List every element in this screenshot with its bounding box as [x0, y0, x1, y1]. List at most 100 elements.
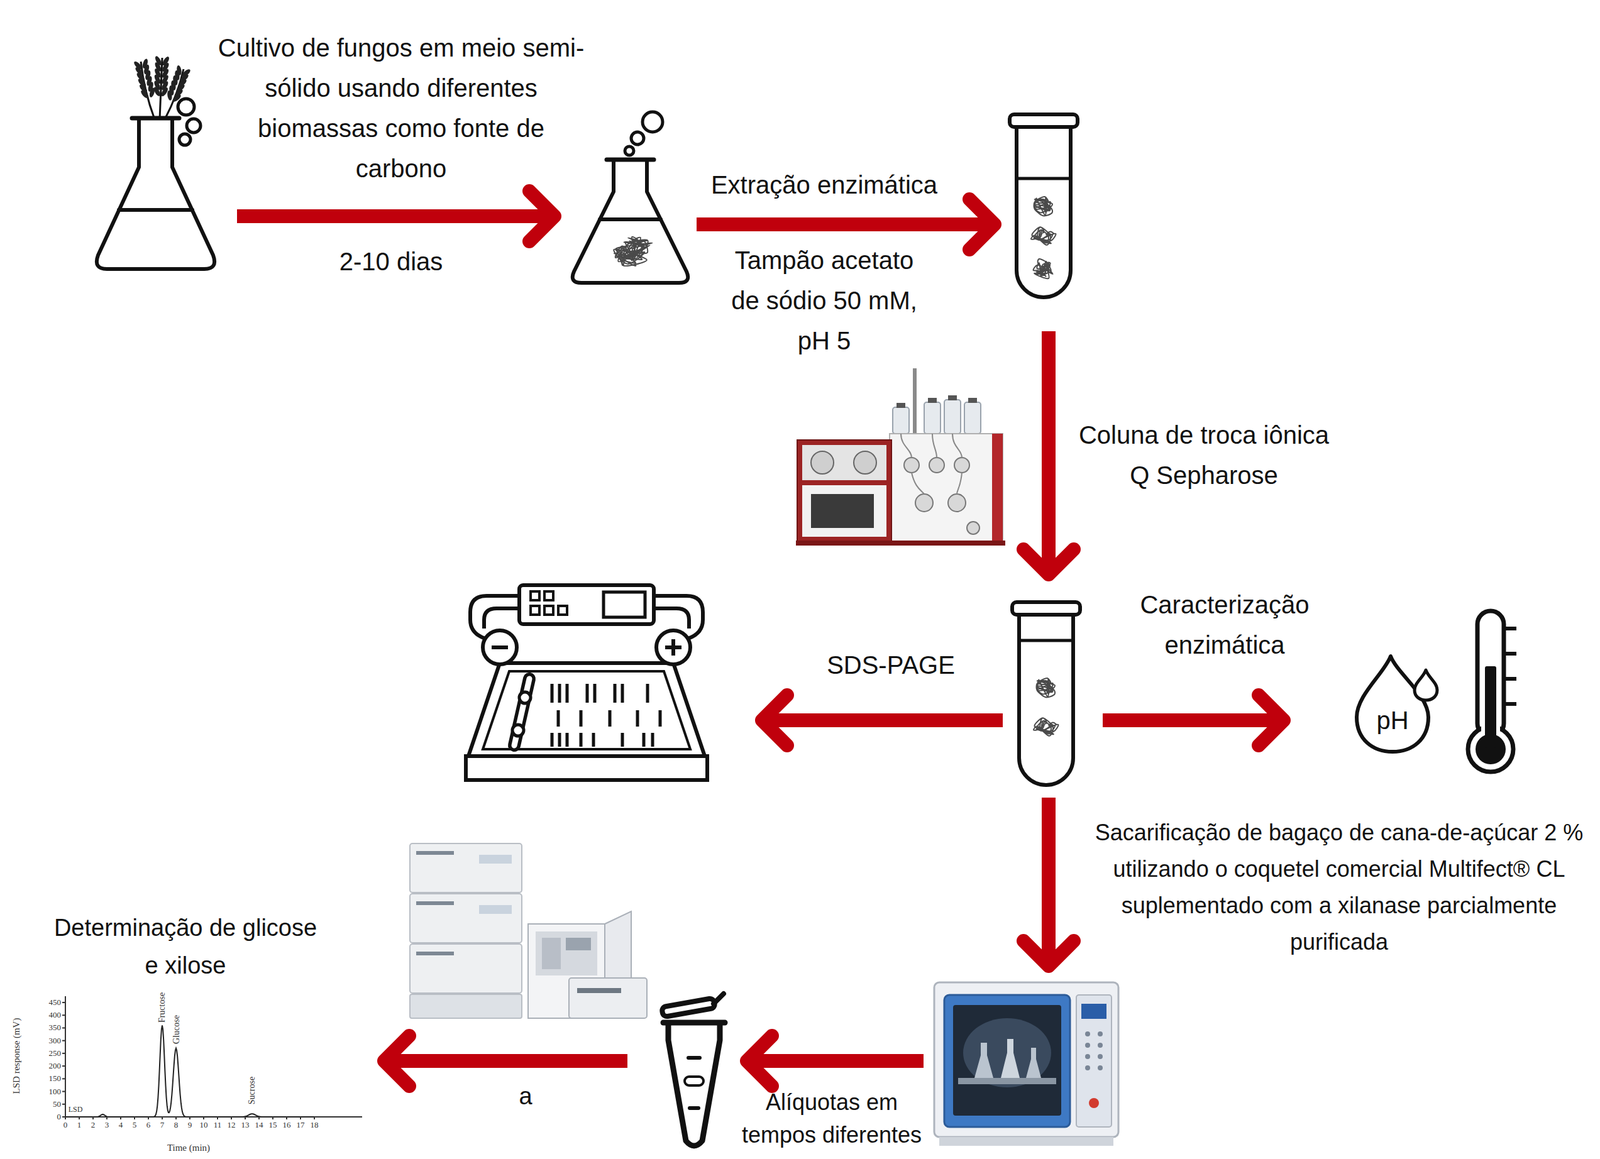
arrow-shaft — [696, 217, 995, 232]
shaker-incubator-shape-part — [1081, 1004, 1107, 1020]
shaker-incubator-shape-part — [953, 1005, 1062, 1116]
test-tube — [1007, 111, 1080, 307]
chromatogram-trace-part — [92, 1117, 94, 1120]
arrow-head — [1258, 695, 1284, 746]
tick-label: 0 — [63, 1120, 68, 1130]
chromatogram-trace-part — [175, 1117, 177, 1120]
shaker-incubator-shape-part — [1000, 1039, 1020, 1079]
tick-label: 100 — [49, 1086, 62, 1096]
chromatography-system-part — [802, 445, 887, 481]
process-arrow — [237, 191, 555, 242]
electrophoresis-icon-shape-part — [558, 733, 562, 747]
chromatogram-trace-part — [62, 1053, 66, 1055]
chromatogram-trace-part — [120, 1117, 122, 1120]
step-label: Coluna de troca iônica Q Sepharose — [1078, 414, 1330, 496]
shaker-incubator-shape-part — [934, 982, 1119, 1138]
hplc-system-part — [535, 931, 598, 976]
arrow-head — [1023, 549, 1074, 575]
tick-label: 5 — [132, 1120, 138, 1130]
electrophoresis-icon-shape-part — [579, 710, 583, 727]
arrow-shaft — [1041, 331, 1056, 575]
chromatogram-trace-part — [313, 1117, 315, 1120]
chromatogram-trace-part — [299, 1117, 302, 1120]
test-tube-shape-part — [1031, 226, 1056, 246]
tick-label: 11 — [213, 1120, 222, 1130]
flask-icon-shape-part — [624, 146, 634, 156]
shaker-incubator-shape-part — [939, 1137, 1114, 1147]
test-tube-shape-part — [1016, 125, 1071, 298]
chromatography-system-part — [944, 399, 961, 434]
node-text: pH — [1376, 705, 1409, 736]
chromatography-system-part — [802, 485, 887, 537]
ph-drop-shape-part — [1414, 670, 1438, 701]
flask-icon-shape — [91, 55, 220, 277]
chromatogram-plot-part — [64, 996, 67, 1118]
electrophoresis-icon-shape-part — [656, 630, 691, 665]
tick-label: 1 — [77, 1120, 82, 1130]
chromatography-system-part — [900, 433, 962, 495]
shaker-incubator-shape-part — [1097, 1054, 1103, 1060]
microtube-shape — [658, 987, 730, 1154]
flask-icon-shape-part — [177, 98, 195, 116]
electrophoresis-icon-shape-part — [558, 684, 562, 703]
chromatogram-trace-part — [244, 1117, 246, 1120]
microtube — [658, 987, 730, 1154]
tick-label: 6 — [146, 1120, 151, 1130]
shaker-incubator-shape-part — [963, 1018, 1052, 1088]
test-tube-shape-part — [1036, 261, 1050, 276]
hplc-system-part — [409, 994, 522, 1019]
thermometer-icon — [1467, 611, 1517, 773]
arrow-head — [969, 199, 995, 250]
tick-label: 200 — [49, 1061, 62, 1071]
electrophoresis-icon-shape-part — [465, 756, 708, 781]
arrow-shaft — [1102, 713, 1284, 728]
ph-drop-shape — [1351, 651, 1440, 756]
test-tube-shape-part — [1016, 177, 1071, 181]
chromatography-system-part — [915, 494, 933, 512]
test-tube-shape-part — [1036, 678, 1056, 698]
microtube-shape-part — [713, 993, 724, 1005]
hplc-system-part — [568, 978, 647, 1019]
electrophoresis-icon-shape-part — [621, 684, 625, 703]
flask-icon-shape-part — [96, 118, 215, 270]
tick-label: 0 — [57, 1112, 62, 1122]
flask-icon-shape-part — [186, 118, 201, 133]
thermometer-icon-part — [1503, 677, 1517, 681]
electrophoresis-icon-shape-part — [530, 606, 540, 615]
shaker-incubator-shape-part — [1088, 1098, 1099, 1109]
chromatography-system-part — [964, 402, 981, 434]
flask-icon-shape-part — [141, 58, 149, 70]
microtube-shape-part — [668, 1022, 720, 1147]
step-label: Extração enzimática — [660, 164, 988, 205]
arrow-head — [1023, 941, 1074, 967]
electrophoresis-icon-shape-part — [565, 684, 569, 703]
shaker-incubator-shape-part — [944, 995, 1071, 1128]
shaker-incubator-shape-part — [974, 1042, 994, 1079]
arrow-shaft — [746, 1054, 924, 1069]
arrow-shaft — [1041, 797, 1056, 967]
hplc-system — [409, 843, 647, 1019]
axis-label: Glucose — [171, 1015, 182, 1045]
electrophoresis-icon-shape-part — [482, 630, 517, 665]
chromatography-system-part — [853, 451, 877, 475]
arrow-shaft — [384, 1054, 628, 1069]
flask-icon-shape-part — [606, 157, 654, 163]
chromatogram-trace-part — [272, 1117, 274, 1120]
flask-icon-shape-part — [132, 116, 180, 121]
step-note: 2-10 dias — [296, 241, 486, 282]
flask-icon — [566, 106, 695, 287]
electrophoresis-icon-shape-part — [558, 606, 568, 615]
chromatography-system-part — [927, 397, 937, 403]
flask-icon-shape-part — [132, 60, 143, 71]
electrophoresis-icon-shape — [463, 583, 710, 784]
chromatography-system-part — [811, 494, 874, 529]
shaker-incubator-shape-part — [1085, 1042, 1091, 1049]
process-arrow — [1023, 797, 1074, 967]
step-label: a — [487, 1078, 564, 1115]
test-tube-shape-part — [1036, 721, 1055, 735]
flask-icon — [91, 55, 220, 277]
chromatogram-trace-part — [78, 1117, 80, 1120]
flask-icon-shape-part — [179, 133, 191, 146]
test-tube-shape-part — [1036, 680, 1054, 695]
tick-label: 150 — [49, 1074, 62, 1084]
